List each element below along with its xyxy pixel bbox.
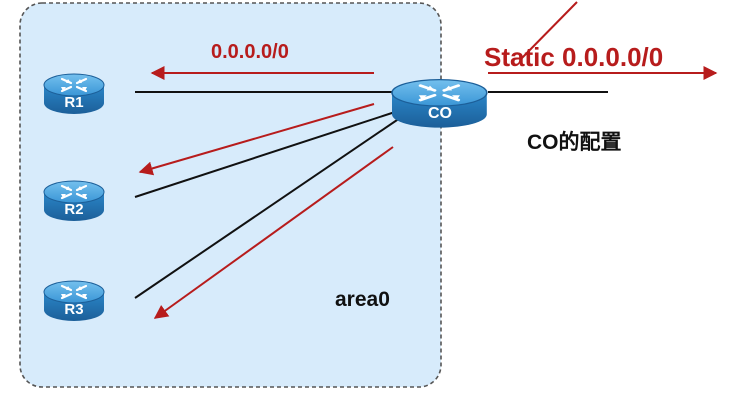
router-label-r2: R2 xyxy=(64,201,84,218)
router-label-r1: R1 xyxy=(64,94,84,111)
link-co-r2 xyxy=(134,111,396,198)
route-arrow-r3 xyxy=(153,146,394,319)
annotation-stroke xyxy=(519,1,578,61)
default-route-arrows xyxy=(138,1,718,319)
area-label: area0 xyxy=(335,288,390,311)
link-co-r3 xyxy=(134,117,401,299)
ospf-area-box xyxy=(19,2,442,388)
router-label-r3: R3 xyxy=(64,301,84,318)
router-label-co: CO xyxy=(428,105,452,122)
links xyxy=(134,91,608,299)
default-route-label: 0.0.0.0/0 xyxy=(211,41,289,63)
route-arrow-r2 xyxy=(138,103,375,176)
co-config-caption: CO的配置 xyxy=(527,131,622,154)
static-route-label: Static 0.0.0.0/0 xyxy=(484,42,664,72)
